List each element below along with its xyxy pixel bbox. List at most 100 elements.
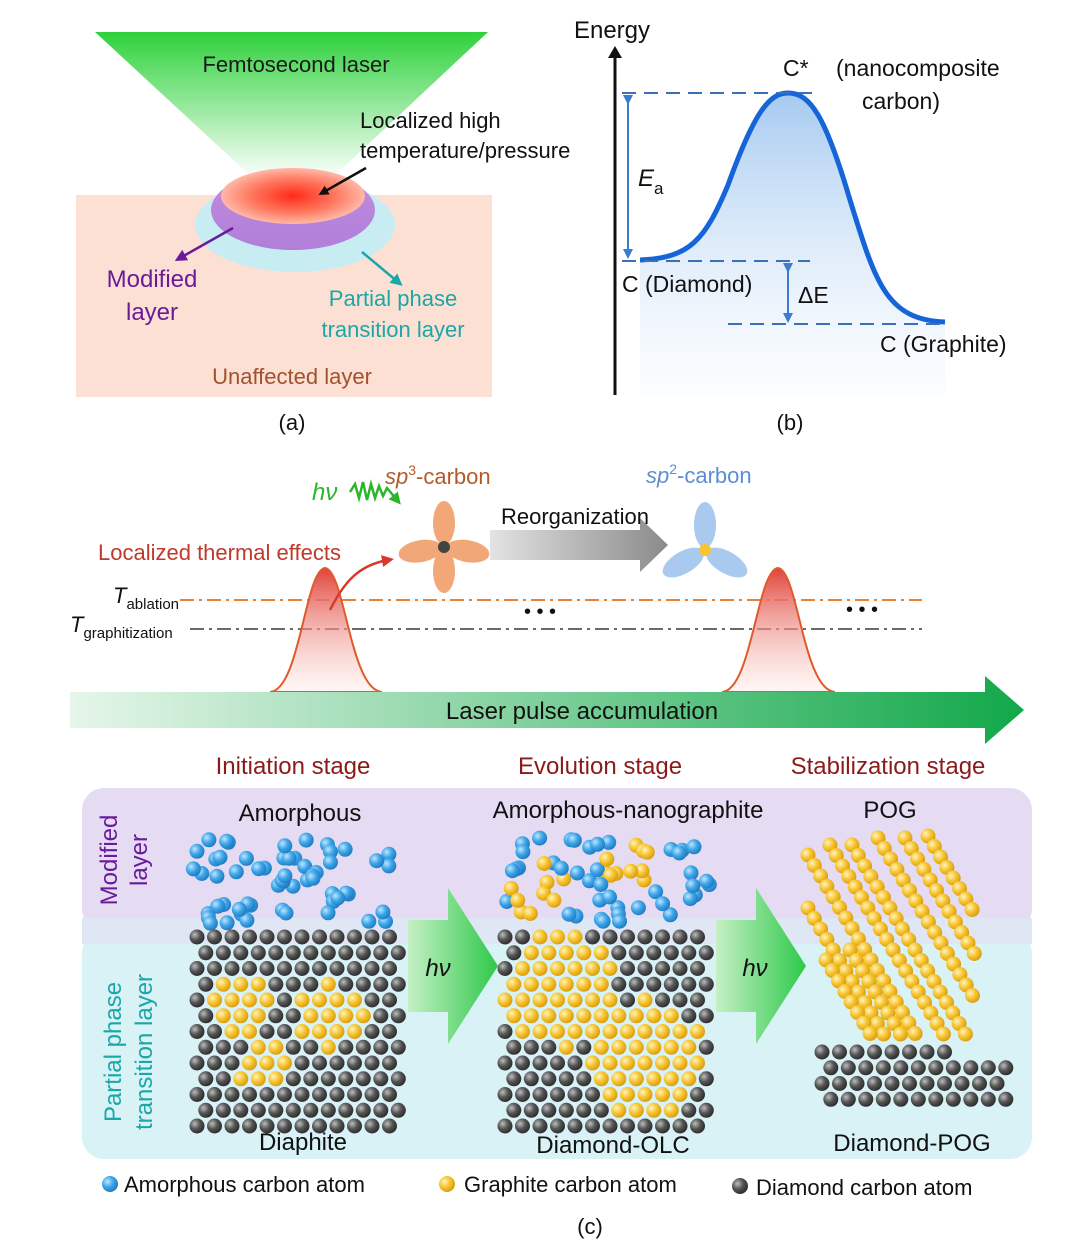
graphite-atom <box>503 880 519 896</box>
diamond-atom <box>698 976 714 992</box>
graphite-atom <box>646 1071 662 1087</box>
diamond-atom <box>910 1060 926 1076</box>
band-partial-line2: transition layer <box>131 974 158 1130</box>
diamond-atom <box>989 1076 1005 1091</box>
diamond-atom <box>390 1071 406 1087</box>
diamond-atom <box>620 992 635 1008</box>
diamond-atom <box>910 1091 926 1107</box>
graphite-atom <box>347 1024 362 1039</box>
amorphous-atom <box>231 901 247 917</box>
diamond-atom <box>550 1087 565 1102</box>
diamond-atom <box>998 1091 1014 1107</box>
modified-label-line2: layer <box>126 299 178 326</box>
diamond-atom <box>681 976 697 992</box>
partial-label-line1: Partial phase <box>329 286 457 311</box>
diamond-atom <box>224 1118 240 1134</box>
graphite-atom <box>250 1008 266 1024</box>
graphite-atom <box>672 1087 688 1102</box>
diamond-atom <box>382 1087 397 1102</box>
amorphous-atom <box>655 896 671 912</box>
diamond-atom <box>382 1055 397 1071</box>
thermal-arrow <box>328 555 394 611</box>
graphite-atom <box>546 892 562 908</box>
amorphous-atom <box>662 907 678 923</box>
diamond-atom <box>611 976 627 992</box>
graphite-atom <box>233 976 249 992</box>
graphite-atom <box>593 1071 609 1087</box>
diamond-atom <box>320 1071 336 1087</box>
diamond-atom <box>602 1118 618 1134</box>
graphite-atom <box>294 992 310 1008</box>
amorphous-atom <box>298 832 314 848</box>
graphite-atom <box>233 1008 249 1024</box>
amorphous-atom <box>251 861 267 877</box>
stage-evolution: Evolution stage <box>518 753 682 780</box>
diamond-atom <box>207 1055 222 1071</box>
pulse-accumulation-arrow <box>70 676 1024 744</box>
hot-label-line1: Localized high <box>360 108 501 133</box>
diamond-atom <box>338 976 354 992</box>
amorphous-atom <box>375 904 391 920</box>
diamond-atom <box>259 1118 275 1134</box>
diamond-atom <box>593 1102 609 1118</box>
diamond-atom <box>550 1118 565 1134</box>
diamond-atom <box>329 1118 345 1134</box>
legend-diamond-label: Diamond carbon atom <box>756 1175 972 1200</box>
amorphous-atom <box>682 891 698 907</box>
peak-label-line3: carbon) <box>862 88 940 114</box>
diamond-atom <box>541 1039 557 1055</box>
diamond-atom <box>620 1118 635 1134</box>
graphite-atom <box>593 976 609 992</box>
graphite-atom <box>646 1102 662 1118</box>
amorphous-atom <box>593 877 609 892</box>
diamond-atom <box>690 929 705 945</box>
diamond-atom <box>207 929 222 945</box>
diamond-atom <box>250 1102 266 1118</box>
diamond-atom <box>312 929 327 945</box>
energy-curve <box>639 90 946 325</box>
graphite-atom <box>558 945 574 961</box>
amorphous-atom <box>219 915 235 931</box>
ellipsis-2: • • • <box>846 599 878 621</box>
graphite-atom <box>655 1055 670 1071</box>
graphite-atom <box>541 1008 557 1024</box>
graphite-atom <box>892 1026 908 1042</box>
diamond-atom <box>928 1060 944 1076</box>
diamond-atom <box>497 961 513 976</box>
diamond-atom <box>207 1118 222 1134</box>
diamond-atom <box>382 929 397 945</box>
diamond-atom <box>224 961 240 976</box>
diamond-atom <box>681 1102 697 1118</box>
graphite-atom <box>672 1055 688 1071</box>
amorphous-atom <box>595 913 611 929</box>
amorphous-atom <box>189 843 205 859</box>
ea-label: Ea <box>638 165 664 198</box>
sp2-orbital-icon <box>662 502 748 578</box>
laser-label: Femtosecond laser <box>202 52 389 77</box>
hot-pointer-arrow <box>318 166 367 195</box>
stage-arrow-2 <box>716 888 806 1044</box>
graphite-atom <box>655 1087 670 1102</box>
graphite-label: C (Graphite) <box>880 331 1007 357</box>
diamond-atom <box>215 945 231 961</box>
stage-arrow-2-label: hν <box>742 955 767 982</box>
thermal-label: Localized thermal effects <box>98 540 341 565</box>
graphite-atom <box>663 1008 679 1024</box>
graphite-atom <box>634 863 650 879</box>
partial-label-line2: transition layer <box>321 317 464 342</box>
graphite-atom <box>329 1024 345 1039</box>
diamond-atom <box>620 929 635 945</box>
panel-c-timeline: Tablation Tgraphitization Localized ther… <box>70 461 1024 744</box>
diamond-atom <box>382 961 397 976</box>
diamond-atom <box>663 945 679 961</box>
amorphous-atom <box>238 850 254 866</box>
amorphous-atom <box>532 830 548 846</box>
graphite-atom <box>250 1071 266 1087</box>
amorphous-atom <box>361 913 377 929</box>
diamond-atom <box>515 1087 530 1102</box>
hot-spot <box>221 168 365 224</box>
diamond-atom <box>637 929 653 945</box>
amorphous-atom <box>219 833 235 849</box>
diamond-atom <box>532 1118 548 1134</box>
graphite-atom <box>602 1055 618 1071</box>
